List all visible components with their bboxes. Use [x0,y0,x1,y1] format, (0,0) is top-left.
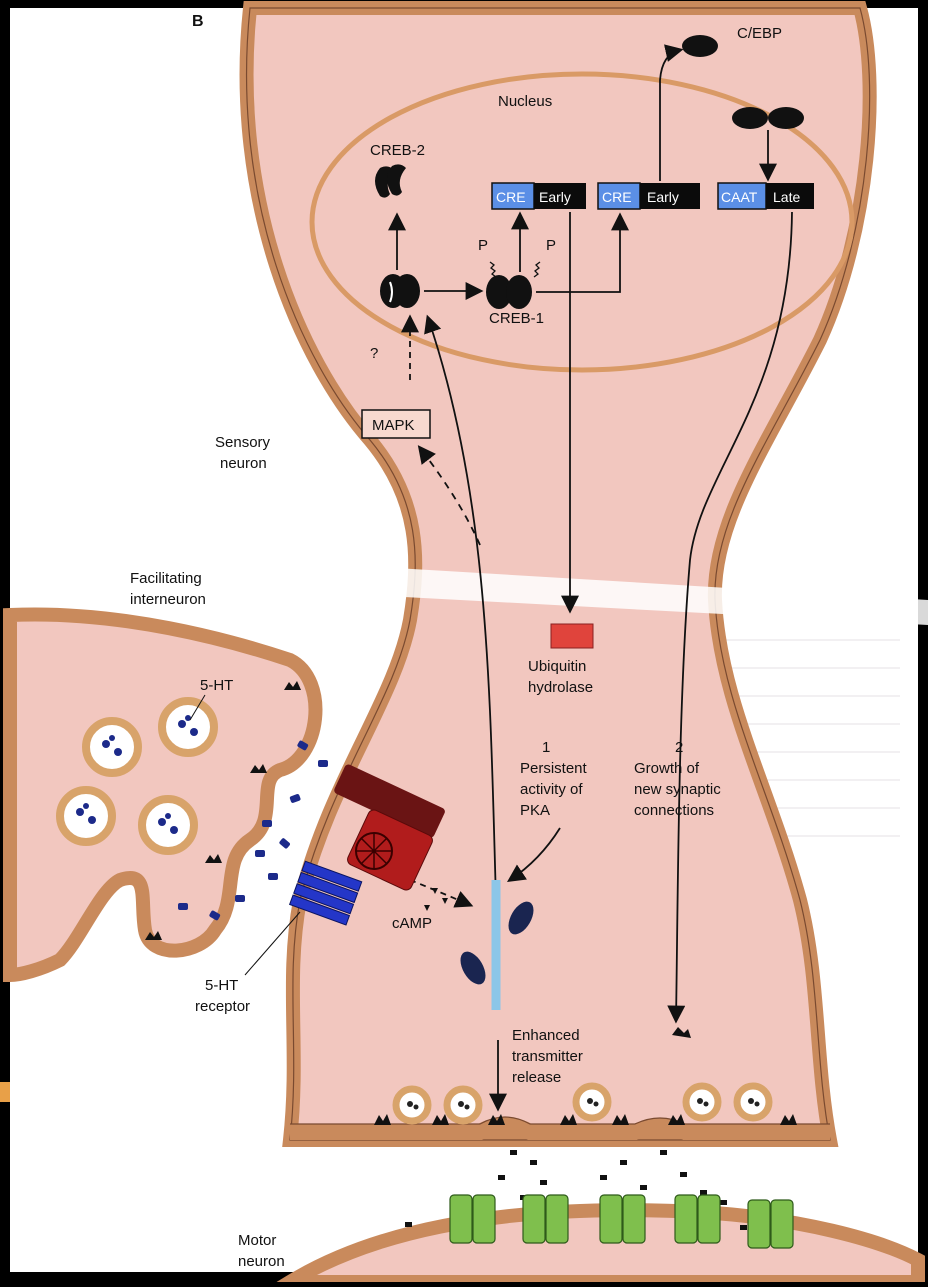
step2-line2: new synaptic [634,781,721,798]
gene-box-3: CAAT Late [718,183,814,209]
step2-line3: connections [634,802,714,819]
cebp-protein [682,35,718,57]
gene-label: Late [773,189,800,205]
gene-label: Early [539,189,571,205]
facilitating-label-line2: interneuron [130,591,206,608]
ubiquitin-label-line1: Ubiquitin [528,658,586,675]
page-edge-marker [0,1082,10,1102]
promoter-label: CRE [496,189,526,205]
creb-monomer-pair [380,274,420,308]
presynaptic-membrane [290,1125,830,1132]
motor-neuron-label-line1: Motor [238,1232,276,1249]
nucleus-label: Nucleus [498,93,552,110]
synaptic-vesicles [396,1086,769,1121]
sensory-neuron-label-line2: neuron [220,455,267,472]
facilitating-label-line1: Facilitating [130,570,202,587]
cebp-label: C/EBP [737,25,782,42]
5ht-label: 5-HT [200,677,233,694]
step1-number: 1 [542,739,550,756]
promoter-label: CAAT [721,189,758,205]
promoter-label: CRE [602,189,632,205]
creb2-label: CREB-2 [370,142,425,159]
creb1-label: CREB-1 [489,310,544,327]
sensory-neuron-label-line1: Sensory [215,434,271,451]
panel-letter: B [192,13,204,30]
phospho-left-label: P [478,237,488,254]
receptor-label-line2: receptor [195,998,250,1015]
step2-line1: Growth of [634,760,700,777]
step2-number: 2 [675,739,683,756]
enhanced-line3: release [512,1069,561,1086]
gene-box-1: CRE Early [492,183,586,209]
ubiquitin-label-line2: hydrolase [528,679,593,696]
gene-box-2: CRE Early [598,183,700,209]
enhanced-line2: transmitter [512,1048,583,1065]
camp-label: cAMP [392,915,432,932]
question-mark-label: ? [370,345,378,362]
mapk-label: MAPK [372,417,415,434]
step1-line2: activity of [520,781,583,798]
ubiquitin-hydrolase-box [551,624,593,648]
step1-line3: PKA [520,802,550,819]
gene-label: Early [647,189,679,205]
enhanced-line1: Enhanced [512,1027,580,1044]
step1-line1: Persistent [520,760,588,777]
motor-neuron-label-line2: neuron [238,1253,285,1270]
phospho-right-label: P [546,237,556,254]
receptor-label-line1: 5-HT [205,977,238,994]
